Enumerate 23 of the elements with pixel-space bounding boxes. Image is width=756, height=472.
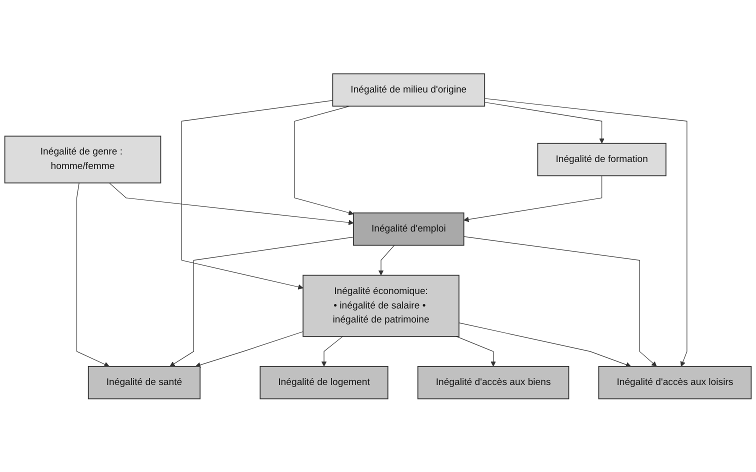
node-box: Inégalité de logement [260,366,388,399]
node-box: Inégalité économique: • inégalité de salaire • inégalité de patrimoine [302,274,460,337]
arrow [464,175,602,222]
arrow [321,336,344,366]
arrow [170,236,354,366]
node-box: Inégalité de santé [88,366,201,399]
node-box: Inégalité de genre : homme/femme [4,135,162,184]
arrow [456,336,496,366]
arrow [181,100,333,290]
node-box: Inégalité d'accès aux biens [417,366,570,399]
arrow [458,322,632,367]
arrow [464,236,657,366]
node-box: Inégalité de formation [537,142,666,176]
node-box: Inégalité d'emploi [353,212,464,246]
arrow [76,182,110,367]
node-box: Inégalité de milieu d'origine [332,73,486,106]
node-box: Inégalité d'accès aux loisirs [598,366,752,399]
arrow [195,331,304,368]
arrow [108,182,354,225]
arrow [484,102,604,144]
arrow [294,106,354,215]
arrow [378,244,395,276]
arrow [484,98,688,366]
